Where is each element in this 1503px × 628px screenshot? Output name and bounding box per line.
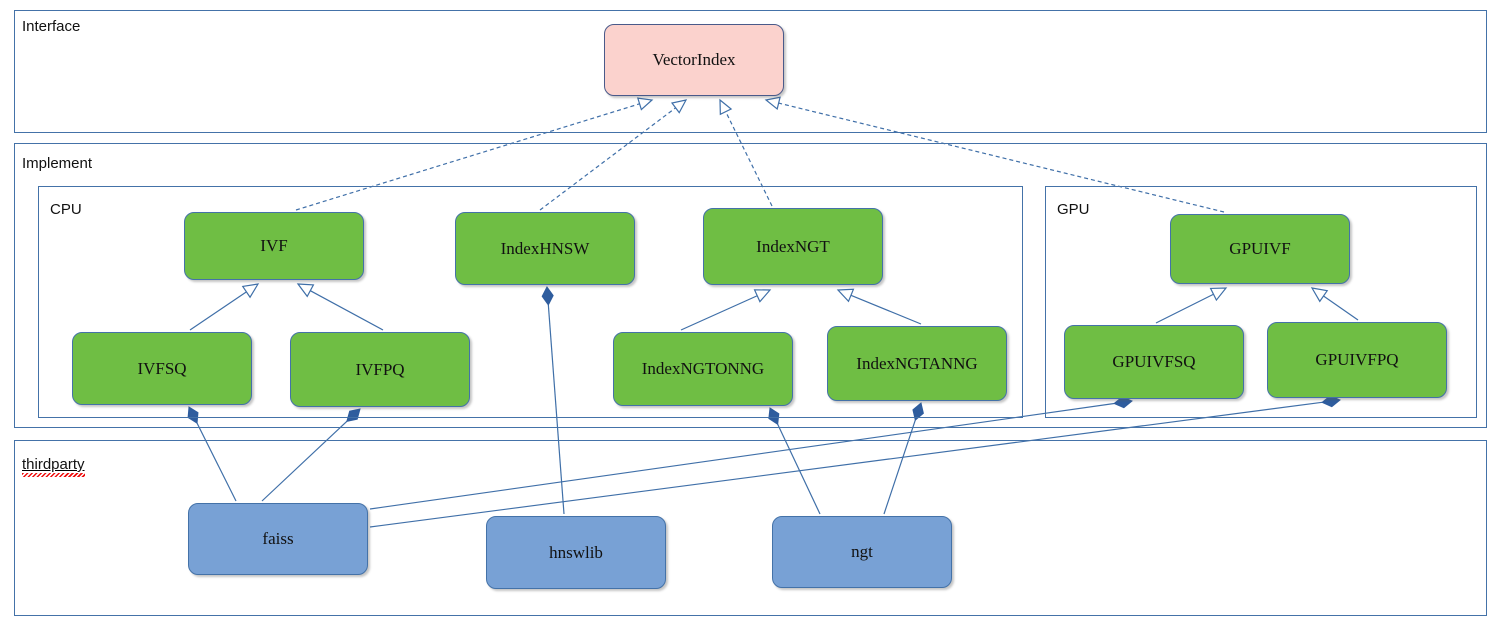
node-label-gpuivf: GPUIVF — [1229, 239, 1291, 258]
container-label-interface: Interface — [22, 18, 81, 35]
node-ivfsq[interactable]: IVFSQ — [72, 332, 252, 405]
node-label-ngt: ngt — [851, 542, 873, 561]
node-ngt[interactable]: ngt — [772, 516, 952, 588]
container-gpu — [1045, 186, 1477, 418]
container-label-thirdparty: thirdparty — [22, 456, 85, 477]
node-label-indexngtanng: IndexNGTANNG — [856, 353, 978, 373]
node-label-faiss: faiss — [262, 529, 294, 548]
node-vectorindex[interactable]: VectorIndex — [604, 24, 784, 96]
node-label-gpuivfsq: GPUIVFSQ — [1112, 352, 1196, 371]
node-gpuivfsq[interactable]: GPUIVFSQ — [1064, 325, 1244, 399]
node-ivf[interactable]: IVF — [184, 212, 364, 280]
node-label-indexngt: IndexNGT — [756, 236, 830, 256]
node-label-indexngtonng: IndexNGTONNG — [641, 359, 765, 378]
container-interface — [14, 10, 1487, 133]
container-label-gpu: GPU — [1057, 201, 1090, 218]
container-cpu — [38, 186, 1023, 418]
node-label-ivfpq: IVFPQ — [355, 359, 405, 379]
node-label-ivf: IVF — [260, 236, 288, 255]
node-gpuivfpq[interactable]: GPUIVFPQ — [1267, 322, 1447, 398]
container-thirdparty — [14, 440, 1487, 616]
container-implement — [14, 143, 1487, 428]
node-label-gpuivfpq: GPUIVFPQ — [1315, 350, 1399, 369]
node-faiss[interactable]: faiss — [188, 503, 368, 575]
container-label-cpu: CPU — [50, 201, 82, 218]
node-indexngtanng[interactable]: IndexNGTANNG — [827, 326, 1007, 401]
node-label-hnswlib: hnswlib — [549, 542, 603, 562]
node-gpuivf[interactable]: GPUIVF — [1170, 214, 1350, 284]
node-indexngt[interactable]: IndexNGT — [703, 208, 883, 285]
node-label-vectorindex: VectorIndex — [652, 50, 736, 69]
node-hnswlib[interactable]: hnswlib — [486, 516, 666, 589]
node-ivfpq[interactable]: IVFPQ — [290, 332, 470, 407]
container-label-implement: Implement — [22, 155, 93, 172]
spellcheck-underline — [22, 473, 85, 477]
node-indexhnsw[interactable]: IndexHNSW — [455, 212, 635, 285]
node-indexngtonng[interactable]: IndexNGTONNG — [613, 332, 793, 406]
node-label-indexhnsw: IndexHNSW — [500, 238, 590, 258]
node-label-ivfsq: IVFSQ — [137, 358, 187, 378]
